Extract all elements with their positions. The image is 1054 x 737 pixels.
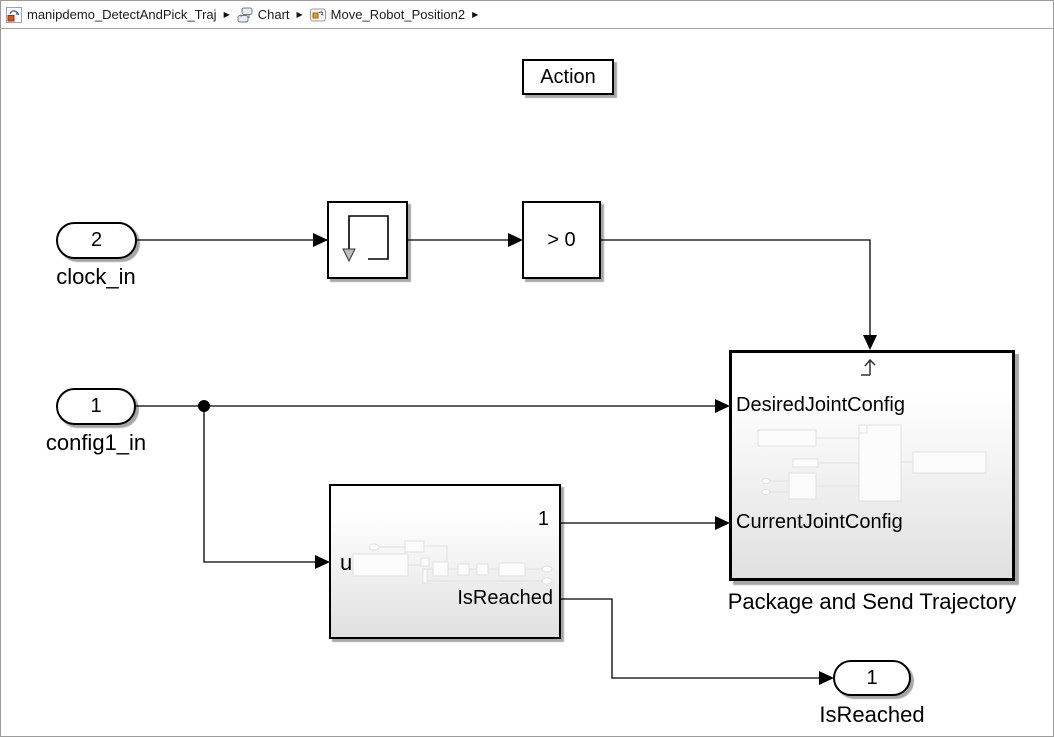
compare-to-zero-block[interactable]: > 0 [522, 201, 601, 279]
breadcrumb-label: Chart [257, 7, 290, 22]
breadcrumb-item-model[interactable]: manipdemo_DetectAndPick_Traj [6, 6, 217, 23]
breadcrumb-item-chart[interactable]: Chart [237, 7, 290, 23]
branch-point [198, 400, 210, 412]
outport-is-reached[interactable]: 1 [833, 660, 911, 696]
breadcrumb-item-subsystem[interactable]: Move_Robot_Position2 [309, 7, 466, 23]
subsystem-icon [309, 8, 326, 21]
breadcrumb-label: manipdemo_DetectAndPick_Traj [27, 7, 217, 22]
subsystem-contents-preview [757, 424, 987, 502]
simulink-model-icon [6, 6, 22, 23]
breadcrumb-separator-icon: ▶ [472, 9, 479, 19]
loop-down-arrow-icon [342, 215, 389, 263]
package-subsystem-caption: Package and Send Trajectory [727, 589, 1017, 614]
subsystem-contents-preview [352, 540, 553, 585]
subsystem-output1-label: 1 [537, 508, 549, 530]
rising-edge-trigger-icon [861, 358, 876, 376]
arrowhead [313, 233, 328, 247]
action-annotation-label: Action [540, 65, 596, 88]
inport-clock-in-label: clock_in [56, 264, 136, 289]
package-send-trajectory-subsystem[interactable]: DesiredJointConfig CurrentJointConfig [729, 350, 1015, 581]
action-annotation[interactable]: Action [522, 59, 614, 95]
inport-number: 2 [90, 229, 103, 251]
inport-clock-in[interactable]: 2 [56, 222, 137, 259]
subsystem-input2-label: CurrentJointConfig [736, 511, 903, 533]
arrowhead [508, 233, 523, 247]
arrowhead [819, 671, 834, 685]
inport-number: 1 [90, 395, 102, 417]
inport-config1-in-label: config1_in [45, 430, 147, 455]
compare-label: > 0 [547, 228, 576, 251]
breadcrumb: manipdemo_DetectAndPick_Traj ▶ Chart ▶ M… [1, 1, 1053, 29]
arrowhead [863, 335, 877, 350]
stateflow-chart-icon [237, 7, 253, 22]
arrowhead [715, 516, 730, 530]
breadcrumb-separator-icon: ▶ [223, 9, 230, 19]
subsystem-input-label: u [340, 550, 353, 575]
subsystem-input1-label: DesiredJointConfig [736, 394, 905, 416]
outport-number: 1 [866, 666, 878, 689]
breadcrumb-separator-icon: ▶ [296, 9, 303, 19]
subsystem-output2-label: IsReached [457, 587, 553, 609]
inport-config1-in[interactable]: 1 [56, 388, 136, 425]
detect-block[interactable] [327, 201, 408, 279]
outport-is-reached-label: IsReached [819, 702, 925, 727]
arrowhead [715, 399, 730, 413]
check-reached-subsystem[interactable]: u 1 IsReached [329, 484, 561, 639]
breadcrumb-label: Move_Robot_Position2 [330, 7, 466, 22]
arrowhead [315, 555, 330, 569]
